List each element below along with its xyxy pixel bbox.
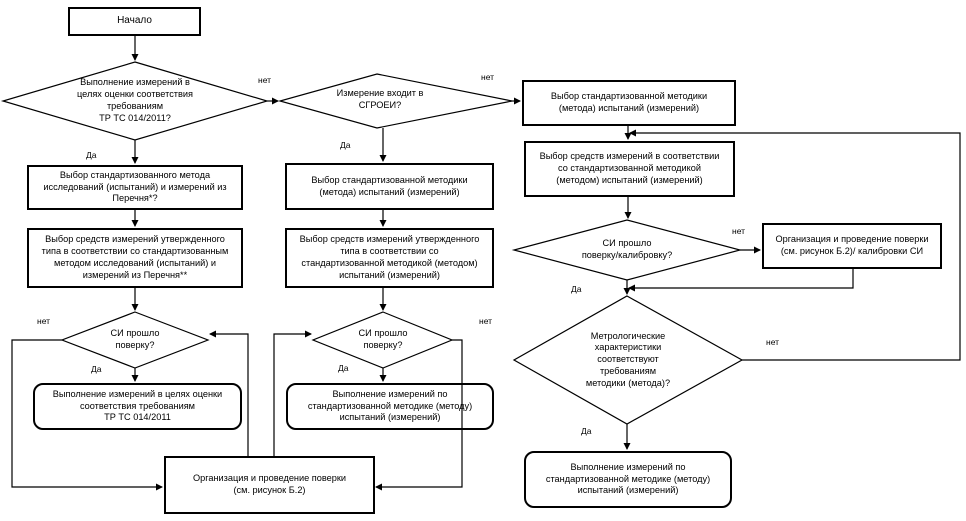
decision-verified-left-text: СИ прошло поверку? [110, 328, 160, 350]
choose-si-approved-box: Выбор средств измерений утвержденного ти… [27, 228, 243, 288]
decision-diamond-sgroei [277, 73, 513, 129]
yes-label-verified-calibrated: Да [571, 284, 582, 294]
start-box: Начало [68, 7, 201, 36]
choose-method-right-box: Выбор стандартизованной методики (метода… [522, 80, 736, 126]
decision-tr-ts-text: Выполнение измерений в целях оценки соот… [77, 77, 193, 123]
decision-verified-mid-text: СИ прошло поверку? [358, 328, 408, 350]
yes-label-verified-mid: Да [338, 363, 349, 373]
choose-si-right-box: Выбор средств измерений в соответствии с… [524, 141, 735, 197]
decision-verified-calibrated-text: СИ прошло поверку/калибровку? [581, 238, 673, 260]
measure-right-box: Выполнение измерений по стандартизованно… [524, 451, 732, 508]
no-label-verified-left: нет [37, 316, 51, 326]
decision-metrology-text: Метрологические характеристики соответст… [585, 330, 671, 388]
no-label-sgroei: нет [481, 72, 495, 82]
yes-label-verified-left: Да [91, 364, 102, 374]
no-label-verified-calibrated: нет [732, 226, 746, 236]
yes-label-sgroei: Да [340, 140, 351, 150]
decision-sgroei-text: Измерение входит в СГРОЕИ? [336, 88, 424, 110]
no-label-tr-ts: нет [258, 75, 272, 85]
choose-method-list-box: Выбор стандартизованного метода исследов… [27, 165, 243, 210]
yes-label-metrology: Да [581, 426, 592, 436]
no-label-verified-mid: нет [479, 316, 493, 326]
choose-si-mid-box: Выбор средств измерений утвержденного ти… [285, 228, 494, 288]
organize-verification-bottom-box: Организация и проведение поверки (см. ри… [164, 456, 375, 514]
choose-method-mid-box: Выбор стандартизованной методики (метода… [285, 163, 494, 210]
yes-label-tr-ts: Да [86, 150, 97, 160]
measure-tr-ts-box: Выполнение измерений в целях оценки соот… [33, 383, 242, 430]
no-label-metrology: нет [766, 337, 780, 347]
organize-verification-right-box: Организация и проведение поверки (см. ри… [762, 223, 942, 269]
measure-mid-box: Выполнение измерений по стандартизованно… [286, 383, 494, 430]
